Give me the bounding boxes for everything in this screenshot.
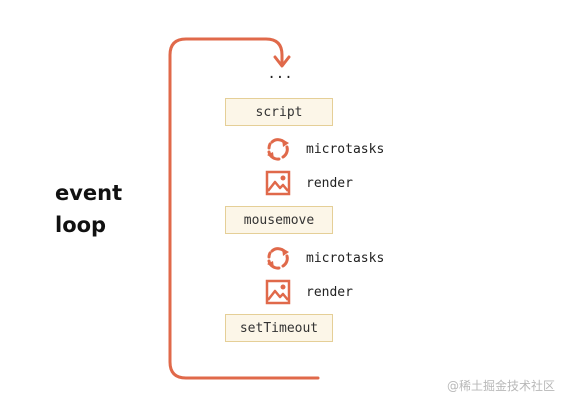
render-label: render xyxy=(306,175,353,191)
watermark: @稀土掘金技术社区 xyxy=(446,379,555,393)
cycle-arrows-icon xyxy=(267,247,289,270)
event-loop-label-line1: event xyxy=(55,181,123,205)
loop-arrow-path xyxy=(168,37,320,380)
step-microtasks: microtasks xyxy=(265,136,384,162)
ellipsis: ... xyxy=(267,66,293,82)
image-icon xyxy=(265,170,291,196)
step-microtasks: microtasks xyxy=(265,245,384,271)
step-render: render xyxy=(265,279,353,305)
cycle-arrows-icon xyxy=(267,138,289,161)
image-icon xyxy=(265,279,291,305)
microtasks-label: microtasks xyxy=(306,141,385,157)
microtasks-label: microtasks xyxy=(306,250,385,266)
loop-arrowhead xyxy=(273,55,291,68)
task-mousemove: mousemove xyxy=(225,206,333,234)
event-loop-label-line2: loop xyxy=(55,213,107,237)
step-render: render xyxy=(265,170,353,196)
task-script: script xyxy=(225,98,333,126)
task-settimeout: setTimeout xyxy=(225,314,333,342)
render-label: render xyxy=(306,284,353,300)
